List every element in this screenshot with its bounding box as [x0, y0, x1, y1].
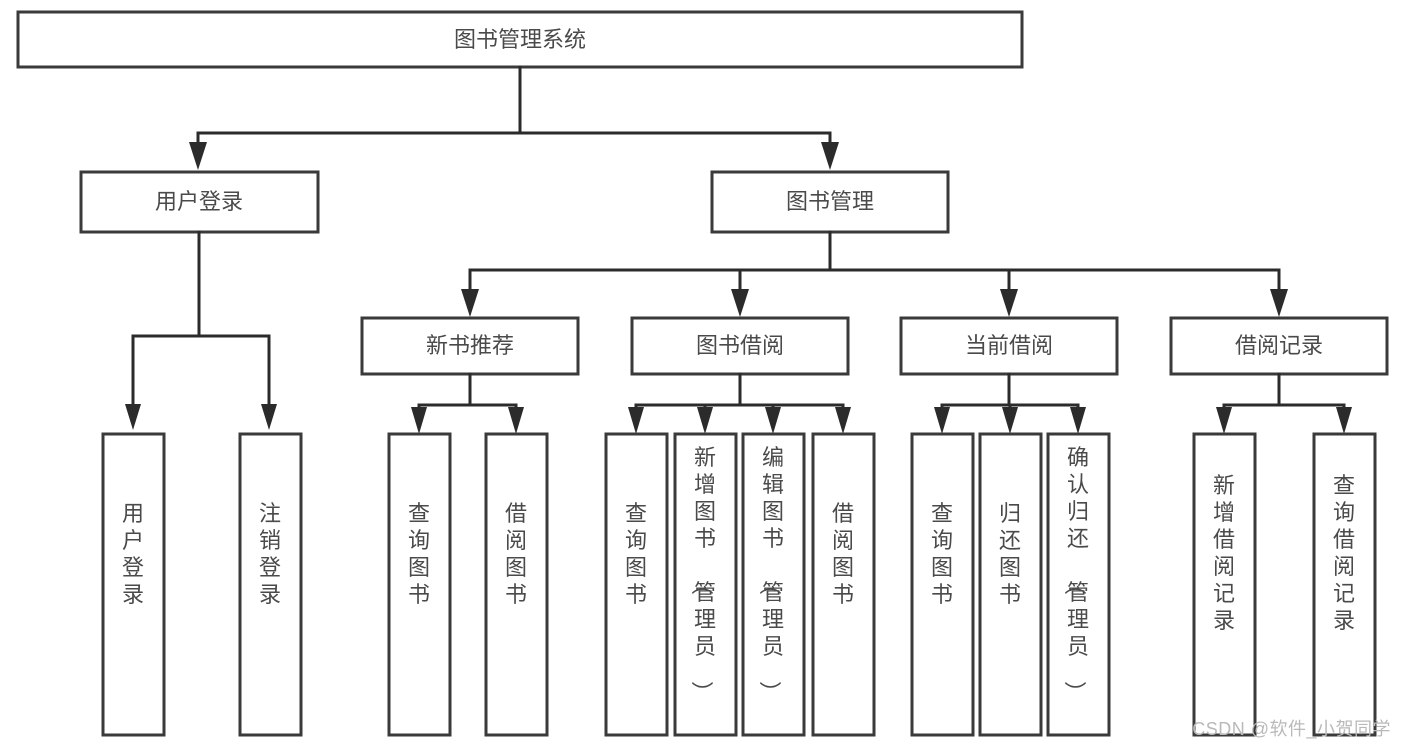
node-leaf-confirm-return-label: 确认归还（管理员） — [1062, 445, 1089, 703]
arrow-head-leaf-add-record — [1216, 407, 1232, 434]
node-leaf-query-book-1[interactable]: 查询图书 — [387, 432, 452, 737]
arrow-head-leaf-borrow-book-1 — [508, 407, 524, 434]
connector-borrow-record-to-leaves — [1216, 372, 1352, 434]
node-leaf-borrow-book-2[interactable]: 借阅图书 — [811, 432, 876, 737]
node-leaf-logout[interactable]: 注销登录 — [238, 432, 303, 737]
node-book-borrow-label: 图书借阅 — [696, 333, 784, 358]
arrow-head-leaf-query-book-3 — [934, 407, 950, 434]
connector-new-book-rec-to-leaves — [411, 372, 524, 434]
node-book-manage[interactable]: 图书管理 — [710, 170, 950, 234]
node-leaf-borrow-book-1-label: 借阅图书 — [505, 501, 527, 607]
node-leaf-edit-book-box[interactable] — [741, 432, 806, 737]
node-leaf-user-login-box[interactable] — [101, 432, 166, 737]
node-leaf-add-record-box[interactable] — [1192, 432, 1257, 737]
node-book-manage-label: 图书管理 — [786, 189, 874, 214]
arrow-head-leaf-edit-book — [765, 407, 781, 434]
connector-book-borrow-to-leaves — [628, 372, 851, 434]
arrow-head-current-borrow — [1000, 289, 1018, 317]
node-leaf-edit-book[interactable]: 编辑图书（管理员） — [741, 432, 806, 737]
node-leaf-query-book-1-box[interactable] — [387, 432, 452, 737]
node-current-borrow-box[interactable] — [899, 316, 1119, 376]
node-new-book-rec-box[interactable] — [360, 316, 580, 376]
node-current-borrow[interactable]: 当前借阅 — [899, 316, 1119, 376]
arrow-head-book-manage — [821, 142, 839, 170]
arrow-head-borrow-record — [1270, 289, 1288, 317]
node-borrow-record[interactable]: 借阅记录 — [1169, 316, 1389, 376]
node-leaf-return-book-box[interactable] — [978, 432, 1043, 737]
arrow-head-leaf-return-book — [1002, 407, 1018, 434]
node-current-borrow-label: 当前借阅 — [965, 333, 1053, 358]
node-root[interactable]: 图书管理系统 — [16, 10, 1024, 69]
arrow-head-leaf-logout — [261, 404, 277, 430]
node-root-box[interactable] — [16, 10, 1024, 69]
node-leaf-query-record-box[interactable] — [1312, 432, 1377, 737]
node-leaf-user-login-label: 用户登录 — [122, 501, 144, 607]
node-leaf-return-book[interactable]: 归还图书 — [978, 432, 1043, 737]
connector-book-manage-to-level3 — [461, 230, 1288, 317]
arrow-head-leaf-confirm-return — [1070, 407, 1086, 434]
node-leaf-borrow-book-1-box[interactable] — [484, 432, 549, 737]
node-root-label: 图书管理系统 — [454, 27, 586, 52]
node-leaf-logout-box[interactable] — [238, 432, 303, 737]
node-book-borrow-box[interactable] — [630, 316, 850, 376]
arrow-head-leaf-query-book-1 — [411, 407, 427, 434]
node-user-login[interactable]: 用户登录 — [79, 170, 320, 234]
node-book-manage-box[interactable] — [710, 170, 950, 234]
node-leaf-query-book-2-label: 查询图书 — [625, 501, 647, 607]
node-leaf-add-record[interactable]: 新增借阅记录 — [1192, 432, 1257, 737]
node-new-book-rec[interactable]: 新书推荐 — [360, 316, 580, 376]
arrow-head-leaf-borrow-book-2 — [835, 407, 851, 434]
node-leaf-query-book-2-box[interactable] — [604, 432, 669, 737]
node-leaf-add-book-label: 新增图书（管理员） — [689, 445, 716, 703]
csdn-watermark: CSDN @软件_小贺同学 — [1192, 719, 1391, 739]
node-leaf-logout-label: 注销登录 — [259, 501, 281, 607]
node-leaf-add-record-label: 新增借阅记录 — [1213, 473, 1235, 633]
arrow-head-user-login — [189, 142, 207, 170]
node-new-book-rec-label: 新书推荐 — [426, 333, 514, 358]
node-leaf-user-login[interactable]: 用户登录 — [101, 432, 166, 737]
node-leaf-confirm-return[interactable]: 确认归还（管理员） — [1046, 432, 1111, 737]
arrow-head-leaf-query-record — [1336, 407, 1352, 434]
node-leaf-add-book-box[interactable] — [673, 432, 738, 737]
node-leaf-edit-book-label: 编辑图书（管理员） — [757, 445, 784, 703]
node-leaf-query-book-3-box[interactable] — [910, 432, 975, 737]
node-leaf-query-record-label: 查询借阅记录 — [1333, 473, 1355, 633]
node-leaf-query-book-2[interactable]: 查询图书 — [604, 432, 669, 737]
node-leaf-query-book-1-label: 查询图书 — [408, 501, 430, 607]
connector-current-borrow-to-leaves — [934, 372, 1086, 434]
node-leaf-borrow-book-1[interactable]: 借阅图书 — [484, 432, 549, 737]
node-borrow-record-label: 借阅记录 — [1235, 333, 1323, 358]
arrow-head-book-borrow — [731, 289, 749, 317]
arrow-head-new-book-rec — [461, 289, 479, 317]
node-borrow-record-box[interactable] — [1169, 316, 1389, 376]
node-user-login-label: 用户登录 — [155, 189, 243, 214]
arrow-head-leaf-add-book — [697, 407, 713, 434]
node-leaf-query-book-3-label: 查询图书 — [931, 501, 953, 607]
connector-root-to-level2 — [189, 65, 839, 170]
connector-user-login-to-leaves — [125, 230, 277, 430]
node-leaf-query-book-3[interactable]: 查询图书 — [910, 432, 975, 737]
node-leaf-return-book-label: 归还图书 — [999, 501, 1021, 607]
arrow-head-leaf-user-login — [125, 404, 141, 430]
node-leaf-borrow-book-2-label: 借阅图书 — [832, 501, 854, 607]
node-book-borrow[interactable]: 图书借阅 — [630, 316, 850, 376]
node-leaf-query-record[interactable]: 查询借阅记录 — [1312, 432, 1377, 737]
arrow-head-leaf-query-book-2 — [628, 407, 644, 434]
node-leaf-confirm-return-box[interactable] — [1046, 432, 1111, 737]
node-leaf-borrow-book-2-box[interactable] — [811, 432, 876, 737]
node-leaf-add-book[interactable]: 新增图书（管理员） — [673, 432, 738, 737]
